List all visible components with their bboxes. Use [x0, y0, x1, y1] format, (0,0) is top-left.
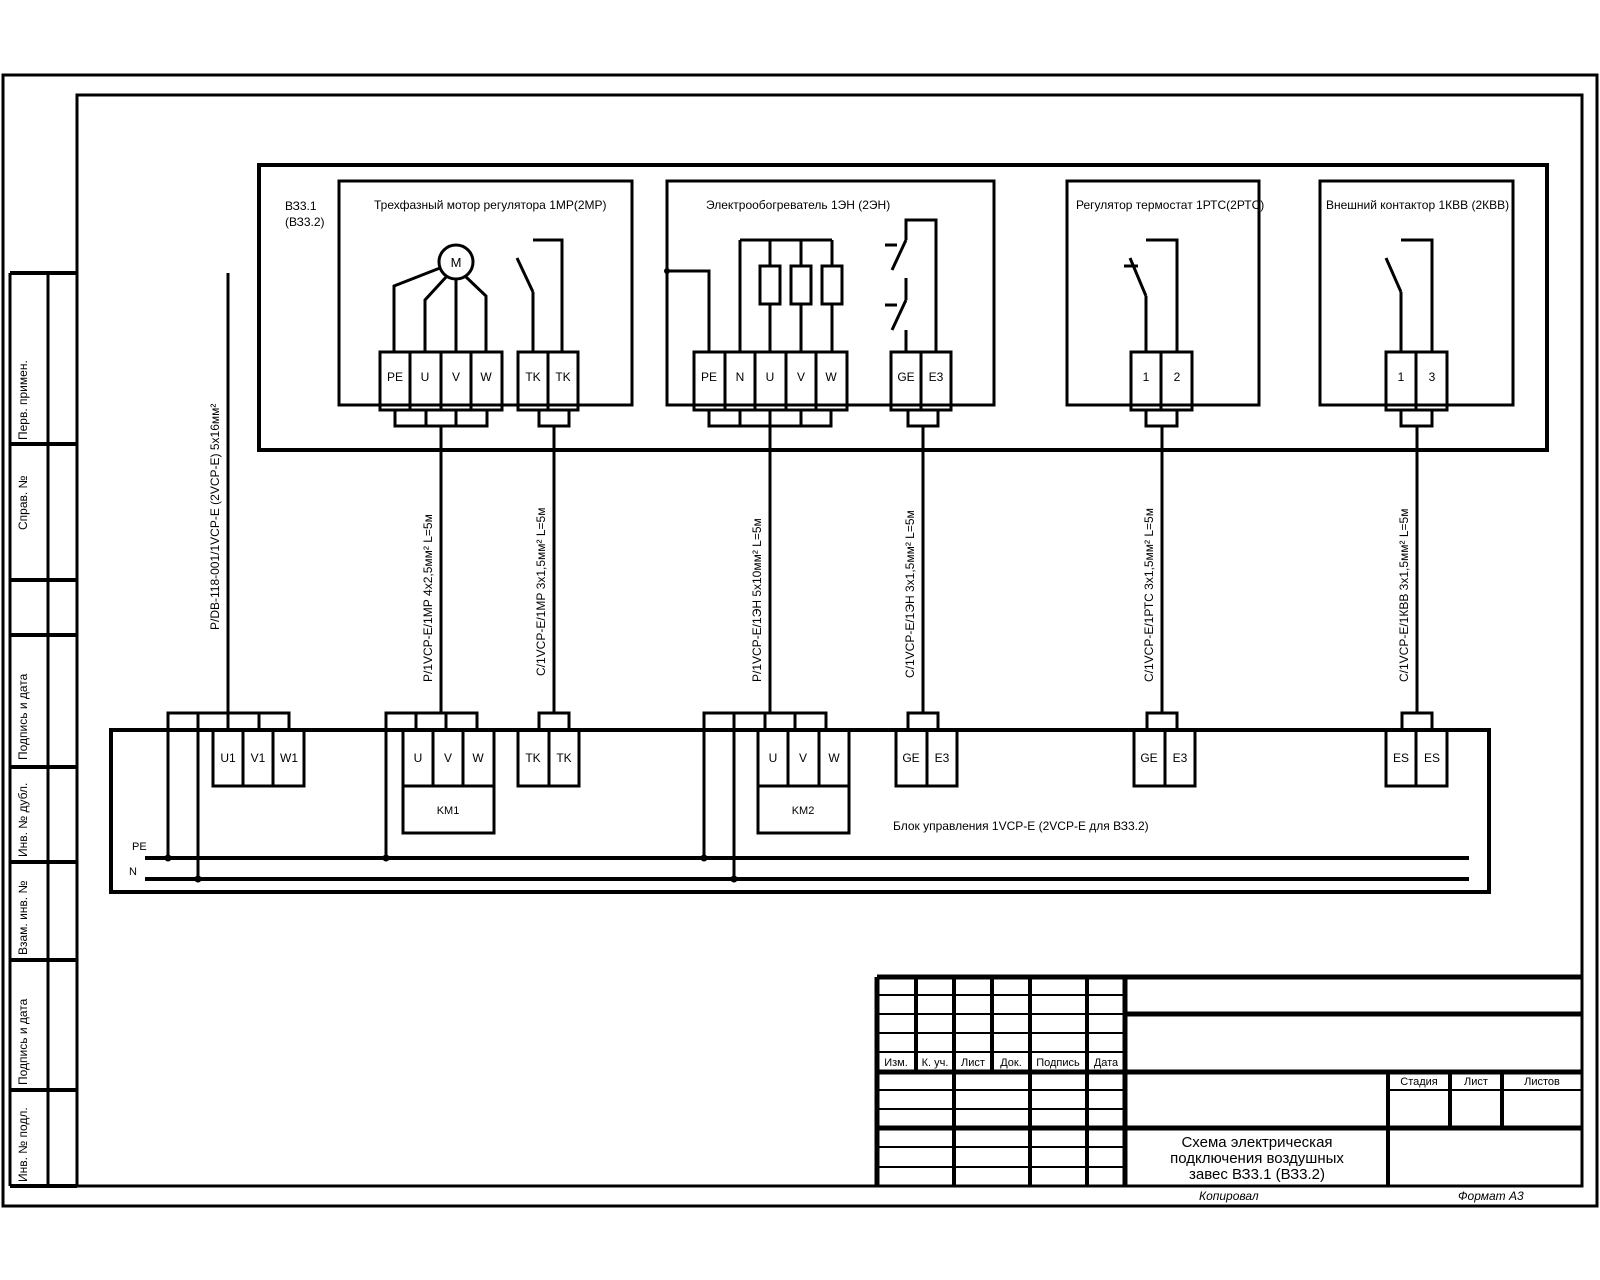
tb-sheets-header: Листов: [1524, 1076, 1560, 1088]
cu-terminal-heater-v: V: [799, 751, 807, 765]
tb-col-data: Дата: [1094, 1057, 1119, 1069]
cable-label-heater-control: C/1VCP-E/1ЭН 3x1,5мм² L=5м: [903, 510, 917, 678]
motor-terminal-pe: PE: [387, 370, 403, 384]
tb-title-line1: Схема электрическая: [1181, 1134, 1332, 1151]
cu-terminal-v1: V1: [251, 751, 266, 765]
unit-enclosure: [257, 163, 1549, 452]
cu-terminal-es1: ES: [1393, 751, 1409, 765]
heater-terminal-v: V: [797, 370, 805, 384]
cu-terminal-heater-u: U: [769, 751, 778, 765]
heater-terminal-e3: E3: [929, 370, 944, 384]
motor-terminal-v: V: [452, 370, 460, 384]
tb-col-izm: Изм.: [884, 1057, 908, 1069]
motor-terminal-tk2: TK: [555, 370, 570, 384]
cu-terminal-motor-u: U: [414, 751, 423, 765]
heater-title: Электрообогреватель 1ЭН (2ЭН): [706, 198, 890, 212]
cable-label-motor-power: P/1VCP-E/1МР 4x2,5мм² L=5м: [421, 514, 435, 682]
thermostat-box: Регулятор термостат 1РТС(2РТС) 1 2: [1065, 179, 1264, 428]
side-label-inv-podl: Инв. № подл.: [16, 1107, 30, 1182]
tb-copied: Копировал: [1199, 1189, 1259, 1203]
thermostat-terminal-2: 2: [1174, 370, 1181, 384]
cu-terminal-u1: U1: [220, 751, 236, 765]
cable-label-contactor: C/1VCP-E/1КВВ 3x1,5мм² L=5м: [1397, 509, 1411, 682]
motor-terminal-w: W: [480, 370, 492, 384]
tb-title-line3: завес ВЗ3.1 (ВЗ3.2): [1189, 1166, 1325, 1183]
tb-col-kuch: К. уч.: [922, 1057, 949, 1069]
contactor-terminal-3: 3: [1429, 370, 1436, 384]
heater-element-2: [789, 264, 813, 306]
cu-terminal-e3-2: E3: [1173, 751, 1188, 765]
heater-element-1: [758, 264, 782, 306]
side-stamp: Перв. примен. Справ. № Подпись и дата Ин…: [8, 271, 77, 1188]
motor-symbol-letter: M: [451, 255, 462, 270]
cu-terminal-tk1: TK: [525, 751, 540, 765]
cu-terminal-ge2: GE: [1140, 751, 1157, 765]
tb-col-podpis: Подпись: [1036, 1057, 1080, 1069]
km2-label: KM2: [792, 805, 815, 817]
cu-terminal-es2: ES: [1424, 751, 1440, 765]
side-label-inv-dubl: Инв. № дубл.: [16, 783, 30, 857]
cu-terminal-tk2: TK: [556, 751, 571, 765]
tb-col-dok: Док.: [1000, 1057, 1022, 1069]
unit-id-alt: (ВЗ3.2): [285, 215, 325, 229]
drawing-frame: [75, 93, 1584, 1188]
cu-terminal-ge1: GE: [902, 751, 919, 765]
motor-box: Трехфазный мотор регулятора 1МР(2МР) M P…: [337, 179, 634, 428]
cu-terminal-heater-w: W: [828, 751, 840, 765]
outer-frame: [1, 73, 1599, 1208]
tb-stage-header: Стадия: [1400, 1076, 1438, 1088]
cu-terminal-w1: W1: [280, 751, 298, 765]
side-label-perv: Перв. примен.: [16, 360, 30, 440]
cable-label-heater-power: P/1VCP-E/1ЭН 5x10мм² L=5м: [750, 518, 764, 682]
cu-terminal-motor-w: W: [472, 751, 484, 765]
tb-sheet-header: Лист: [1464, 1076, 1488, 1088]
cu-terminal-motor-v: V: [444, 751, 452, 765]
heater-box: Электрообогреватель 1ЭН (2ЭН): [664, 179, 996, 428]
thermostat-terminal-1: 1: [1143, 370, 1150, 384]
contactor-terminal-1: 1: [1398, 370, 1405, 384]
heater-terminal-w: W: [825, 370, 837, 384]
cable-label-motor-control: C/1VCP-E/1МР 3x1,5мм² L=5м: [534, 508, 548, 676]
cables: [226, 273, 1419, 713]
tb-col-list: Лист: [961, 1057, 985, 1069]
motor-terminal-tk1: TK: [525, 370, 540, 384]
unit-id-main: ВЗ3.1: [285, 199, 317, 213]
cable-label-supply: P/DB-118-001/1VCP-E (2VCP-E) 5x16мм²: [208, 404, 222, 630]
side-label-podpis1: Подпись и дата: [16, 673, 30, 760]
heater-terminal-pe: PE: [701, 370, 717, 384]
cable-label-thermostat: C/1VCP-E/1РТС 3x1,5мм² L=5м: [1142, 508, 1156, 682]
tb-format: Формат А3: [1458, 1189, 1524, 1203]
cu-terminal-e3-1: E3: [935, 751, 950, 765]
motor-title: Трехфазный мотор регулятора 1МР(2МР): [374, 198, 607, 212]
title-block: [874, 974, 1582, 1186]
contactor-title: Внешний контактор 1КВВ (2КВВ): [1326, 198, 1509, 212]
side-label-podpis2: Подпись и дата: [16, 998, 30, 1085]
side-label-sprav: Справ. №: [16, 475, 30, 530]
km1-label: KM1: [437, 805, 460, 817]
tb-title-line2: подключения воздушных: [1170, 1150, 1344, 1167]
heater-terminal-u: U: [766, 370, 775, 384]
motor-terminal-u: U: [421, 370, 430, 384]
heater-terminal-n: N: [736, 370, 745, 384]
side-label-vzam: Взам. инв. №: [16, 881, 30, 955]
control-unit-title: Блок управления 1VCP-E (2VCP-E для ВЗ3.2…: [893, 819, 1149, 833]
thermostat-title: Регулятор термостат 1РТС(2РТС): [1076, 198, 1264, 212]
bus-pe-label: PE: [132, 841, 147, 853]
contactor-box: Внешний контактор 1КВВ (2КВВ) 1 3: [1318, 179, 1515, 428]
heater-element-3: [820, 264, 844, 306]
heater-terminal-ge: GE: [897, 370, 914, 384]
bus-n-label: N: [129, 866, 137, 878]
